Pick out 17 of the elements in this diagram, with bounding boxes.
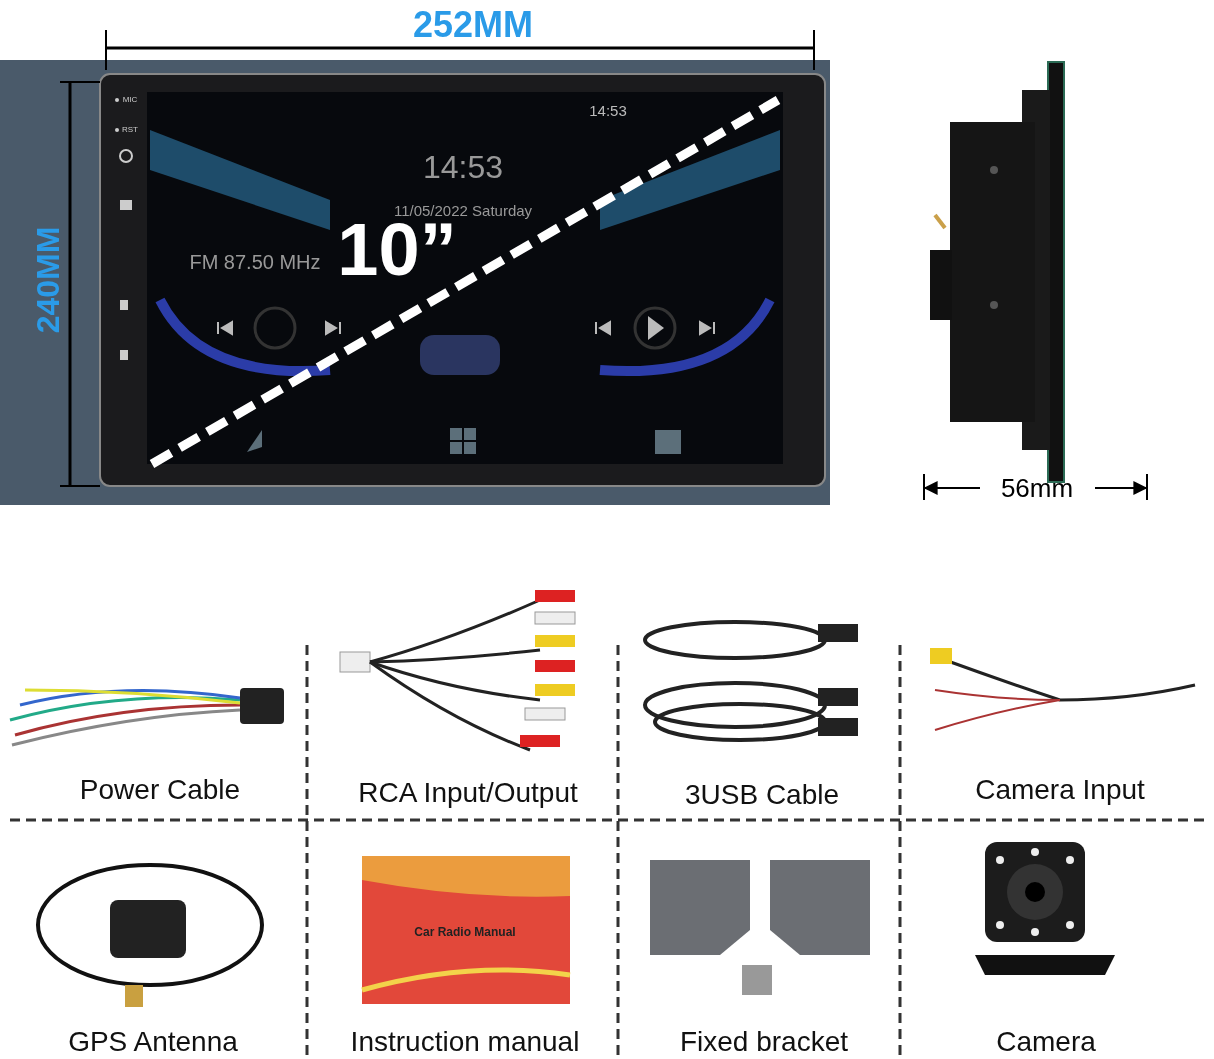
item-caption: 3USB Cable — [684, 781, 840, 809]
item-caption: Camera Input — [975, 776, 1145, 804]
radio-frequency: FM 87.50 MHz — [189, 252, 321, 272]
button-label: RST — [122, 126, 138, 134]
item-caption: Instruction manual — [350, 1028, 580, 1056]
item-caption: RCA Input/Output — [358, 779, 578, 807]
button-label: MIC — [122, 96, 138, 104]
item-caption: Fixed bracket — [679, 1028, 849, 1056]
item-caption: Camera — [996, 1028, 1096, 1056]
dimension-label: 240MM — [32, 226, 64, 334]
dimension-label: 252MM — [413, 7, 533, 43]
clock-time: 14:53 — [422, 151, 504, 183]
item-caption: GPS Antenna — [68, 1028, 238, 1056]
status-time: 14:53 — [589, 102, 627, 118]
dimension-label: 56mm — [1000, 475, 1074, 501]
item-caption: Power Cable — [79, 776, 241, 804]
manual-cover-title: Car Radio Manual — [414, 926, 516, 938]
